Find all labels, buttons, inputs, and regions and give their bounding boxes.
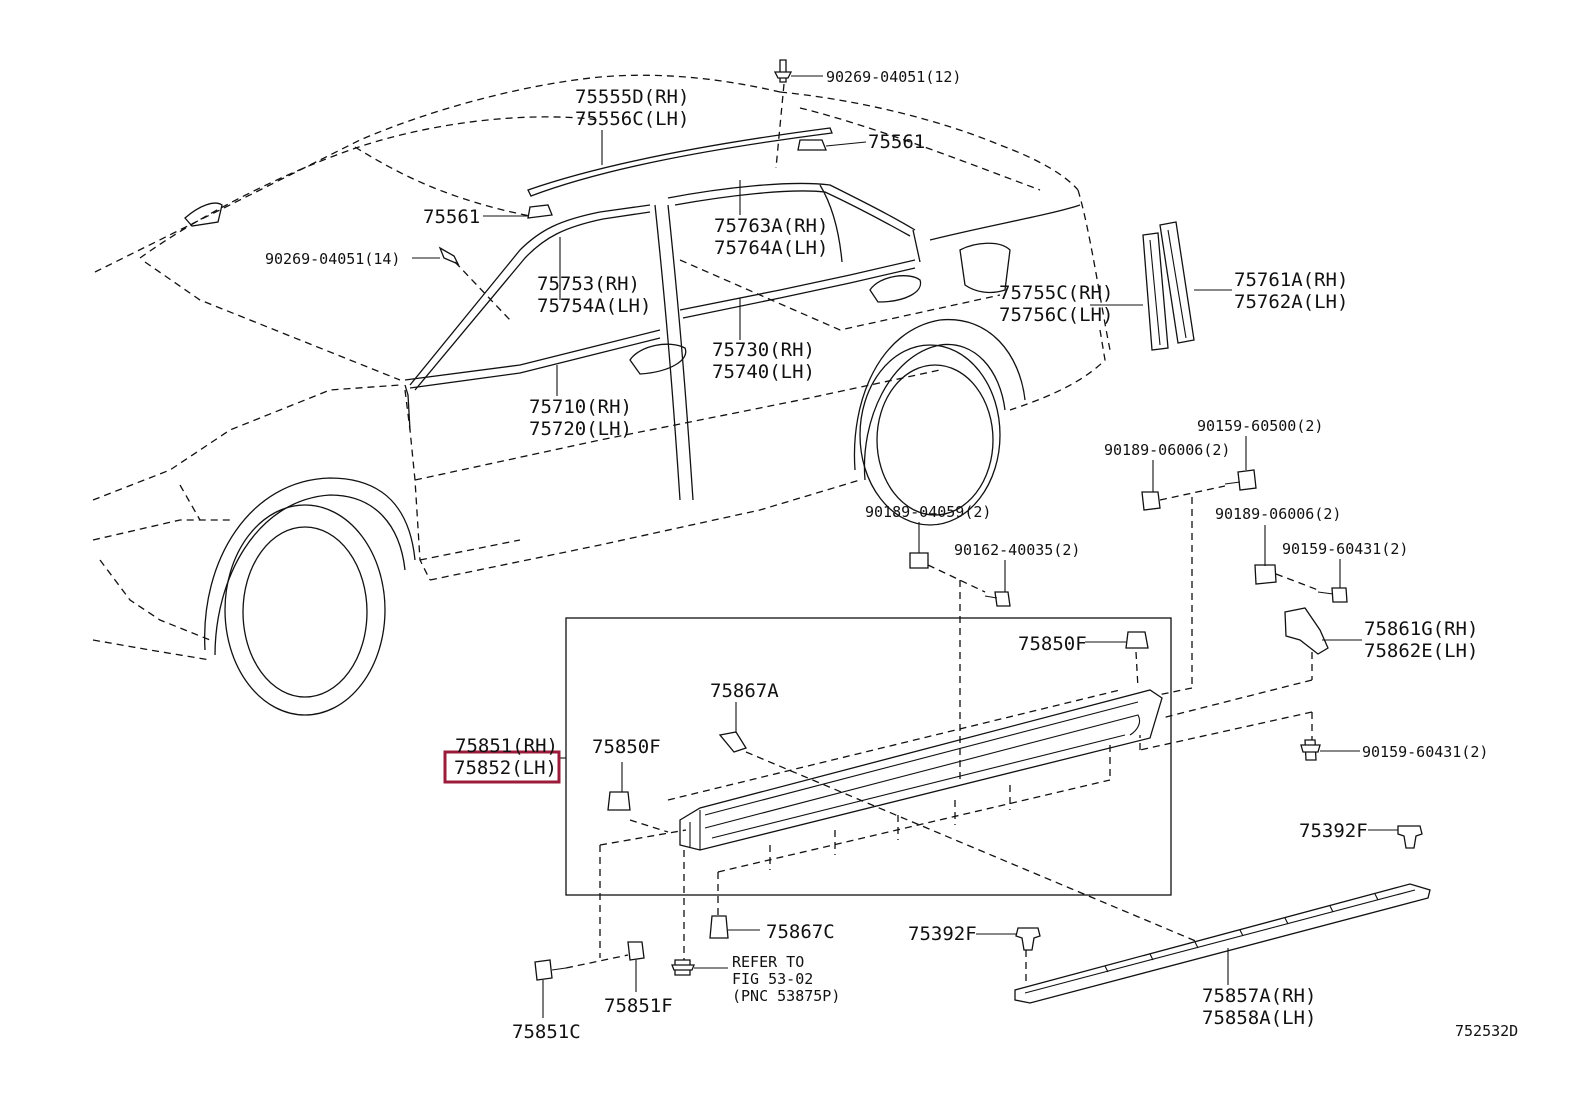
highlight-box	[443, 750, 561, 784]
label-refer-line2: FIG 53-02	[732, 970, 813, 988]
roof-molding	[527, 127, 833, 197]
diagram-id: 752532D	[1455, 1022, 1518, 1040]
label-clip-75851f: 75851F	[604, 995, 673, 1017]
label-front-belt-molding-lh: 75720(LH)	[529, 418, 632, 440]
label-quarter-molding-lh: 75756C(LH)	[999, 304, 1113, 326]
label-clip-75850f-top: 75850F	[1018, 633, 1087, 655]
label-sill-molding-rh: 75857A(RH)	[1202, 985, 1316, 1007]
label-rear-window-molding-rh: 75763A(RH)	[714, 215, 828, 237]
label-clip-75392f-left: 75392F	[908, 923, 977, 945]
label-roof-molding-lh: 75556C(LH)	[575, 108, 689, 130]
label-screw-75851c: 75851C	[512, 1021, 581, 1043]
label-clip-75561-left: 75561	[423, 206, 480, 228]
label-clip-75867c: 75867C	[766, 921, 835, 943]
label-pillar-garnish-rh: 75761A(RH)	[1234, 269, 1348, 291]
label-screw-40035: 90162-40035(2)	[954, 541, 1080, 559]
label-bracket-lh: 75862E(LH)	[1364, 640, 1478, 662]
label-rear-window-molding-lh: 75764A(LH)	[714, 237, 828, 259]
car-body-outline	[92, 74, 1111, 716]
sill-molding	[1014, 883, 1431, 1004]
pillar-garnish	[1142, 221, 1195, 351]
callout-labels: 90269-04051(12) 75555D(RH) 75556C(LH) 75…	[265, 68, 1518, 1043]
label-clip-75850f-left: 75850F	[592, 736, 661, 758]
label-clip-roof-top: 90269-04051(12)	[826, 68, 961, 86]
label-roof-molding-rh: 75555D(RH)	[575, 86, 689, 108]
label-screw-60431-a: 90159-60431(2)	[1282, 540, 1408, 558]
label-clip-75867a: 75867A	[710, 680, 779, 702]
label-front-window-molding-rh: 75753(RH)	[537, 273, 640, 295]
label-quarter-molding-rh: 75755C(RH)	[999, 282, 1113, 304]
label-rocker-lh: 75852(LH)	[454, 757, 557, 779]
label-clip-75561-top: 75561	[868, 131, 925, 153]
label-nut-06006-a: 90189-06006(2)	[1104, 441, 1230, 459]
fastener-icons	[438, 59, 1423, 981]
label-nut-06006-b: 90189-06006(2)	[1215, 505, 1341, 523]
rocker-panel-box	[565, 580, 1172, 896]
label-nut-04059: 90189-04059(2)	[865, 503, 991, 521]
label-pillar-garnish-lh: 75762A(LH)	[1234, 291, 1348, 313]
label-rear-belt-molding-rh: 75730(RH)	[712, 339, 815, 361]
label-refer-line1: REFER TO	[732, 953, 804, 971]
label-rear-belt-molding-lh: 75740(LH)	[712, 361, 815, 383]
label-sill-molding-lh: 75858A(LH)	[1202, 1007, 1316, 1029]
label-bracket-rh: 75861G(RH)	[1364, 618, 1478, 640]
label-clip-75392f-right: 75392F	[1299, 820, 1368, 842]
label-screw-60500: 90159-60500(2)	[1197, 417, 1323, 435]
label-clip-roof-left: 90269-04051(14)	[265, 250, 400, 268]
label-screw-60431-b: 90159-60431(2)	[1362, 743, 1488, 761]
leader-lines	[412, 75, 1398, 1018]
label-rocker-rh: 75851(RH)	[455, 735, 558, 757]
label-refer-line3: (PNC 53875P)	[732, 987, 840, 1005]
label-front-belt-molding-rh: 75710(RH)	[529, 396, 632, 418]
label-front-window-molding-lh: 75754A(LH)	[537, 295, 651, 317]
